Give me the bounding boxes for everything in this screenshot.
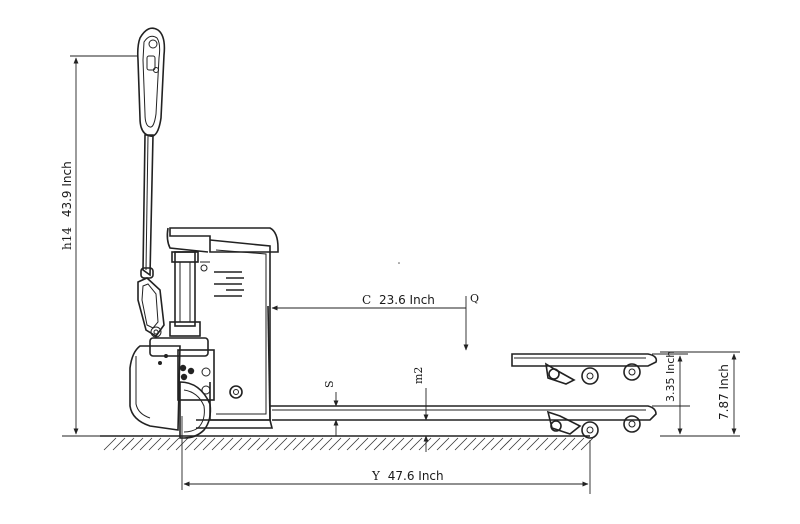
y-value: 47.6 Inch bbox=[388, 469, 444, 483]
tiller-head bbox=[136, 27, 166, 137]
hatch-line bbox=[445, 437, 459, 451]
svg-text:C 23.6 Inch: C 23.6 Inch bbox=[362, 293, 435, 307]
dimension-overall-height: h14 43.9 Inch bbox=[60, 55, 138, 437]
hatch-line bbox=[274, 437, 288, 451]
hatch-line bbox=[292, 437, 306, 451]
hatch-line bbox=[409, 437, 423, 451]
hatch-line bbox=[508, 437, 522, 451]
hatch-line bbox=[193, 437, 207, 451]
hatch-line bbox=[238, 437, 252, 451]
marker-s: S bbox=[323, 380, 339, 436]
ground-hatching bbox=[103, 437, 594, 451]
hatch-line bbox=[472, 437, 486, 451]
m2-symbol: m2 bbox=[412, 367, 425, 384]
hatch-line bbox=[301, 437, 315, 451]
hatch-line bbox=[310, 437, 324, 451]
hatch-line bbox=[562, 437, 576, 451]
hatch-line bbox=[427, 437, 441, 451]
stray-dot bbox=[398, 262, 400, 264]
hatch-line bbox=[202, 437, 216, 451]
hatch-line bbox=[130, 437, 144, 451]
hatch-line bbox=[166, 437, 180, 451]
hatch-line bbox=[283, 437, 297, 451]
hatch-line bbox=[364, 437, 378, 451]
dimension-c: C 23.6 Inch bbox=[271, 293, 466, 311]
hatch-line bbox=[220, 437, 234, 451]
hatch-line bbox=[265, 437, 279, 451]
hatch-line bbox=[553, 437, 567, 451]
marker-m2: m2 bbox=[412, 367, 429, 452]
hatch-line bbox=[544, 437, 558, 451]
hatch-line bbox=[463, 437, 477, 451]
hatch-line bbox=[382, 437, 396, 451]
hatch-line bbox=[436, 437, 450, 451]
hatch-line bbox=[139, 437, 153, 451]
ground bbox=[100, 435, 594, 451]
hatch-line bbox=[112, 437, 126, 451]
hatch-line bbox=[373, 437, 387, 451]
hatch-line bbox=[157, 437, 171, 451]
hatch-line bbox=[256, 437, 270, 451]
hatch-line bbox=[346, 437, 360, 451]
hatch-line bbox=[580, 437, 594, 451]
hatch-line bbox=[454, 437, 468, 451]
tiller-arm bbox=[137, 134, 165, 338]
c-value: 23.6 Inch bbox=[379, 293, 435, 307]
drive-wheel bbox=[179, 367, 212, 439]
h14-value: 43.9 Inch bbox=[60, 161, 74, 217]
hatch-line bbox=[517, 437, 531, 451]
hatch-line bbox=[319, 437, 333, 451]
hatch-line bbox=[526, 437, 540, 451]
total-lift-value: 7.87 Inch bbox=[717, 364, 731, 420]
drive-unit bbox=[129, 337, 215, 431]
svg-text:h14 43.9 Inch: h14 43.9 Inch bbox=[60, 161, 74, 250]
y-symbol: Y bbox=[371, 469, 381, 483]
hatch-line bbox=[535, 437, 549, 451]
hatch-line bbox=[328, 437, 342, 451]
hatch-line bbox=[247, 437, 261, 451]
hatch-line bbox=[211, 437, 225, 451]
hatch-line bbox=[490, 437, 504, 451]
svg-text:Y 47.6 Inch: Y 47.6 Inch bbox=[371, 469, 444, 483]
dimension-y: Y 47.6 Inch bbox=[181, 416, 591, 494]
hatch-line bbox=[355, 437, 369, 451]
raised-fork-value: 3.35 Inch bbox=[664, 351, 677, 402]
hatch-line bbox=[148, 437, 162, 451]
hatch-line bbox=[184, 437, 198, 451]
hatch-line bbox=[103, 437, 117, 451]
s-symbol: S bbox=[323, 380, 336, 388]
hatch-line bbox=[481, 437, 495, 451]
h14-symbol: h14 bbox=[60, 227, 74, 250]
hatch-line bbox=[400, 437, 414, 451]
hatch-line bbox=[499, 437, 513, 451]
chassis bbox=[196, 305, 274, 429]
hatch-line bbox=[337, 437, 351, 451]
dimension-total-lift: 7.87 Inch bbox=[660, 351, 740, 435]
dimension-raised-fork: 3.35 Inch bbox=[652, 351, 740, 437]
q-symbol: Q bbox=[470, 292, 479, 305]
hatch-line bbox=[571, 437, 585, 451]
hatch-line bbox=[229, 437, 243, 451]
marker-q: Q bbox=[463, 292, 479, 351]
hatch-line bbox=[391, 437, 405, 451]
fork-lowered bbox=[270, 405, 657, 439]
c-symbol: C bbox=[362, 293, 371, 307]
fork-raised bbox=[511, 353, 658, 385]
hatch-line bbox=[418, 437, 432, 451]
pallet-truck-drawing bbox=[129, 27, 658, 439]
battery-housing bbox=[166, 227, 279, 421]
hatch-line bbox=[121, 437, 135, 451]
hydraulic-cylinder bbox=[169, 251, 201, 337]
